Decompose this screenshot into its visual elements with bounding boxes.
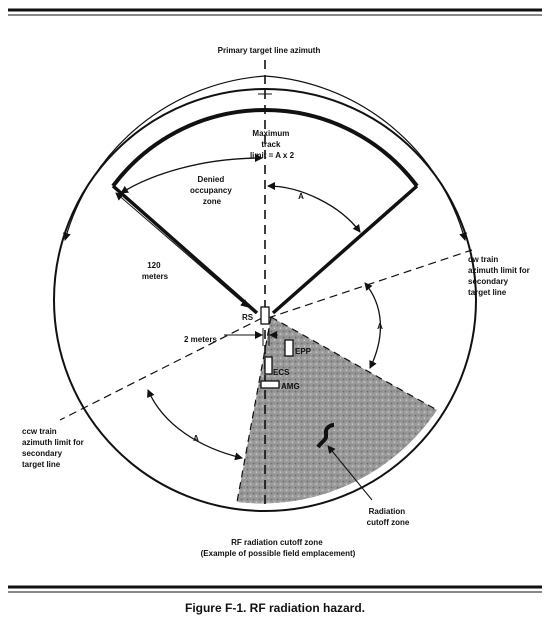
radiation-zone-line-1: Radiation (369, 507, 406, 516)
cw-secondary-line (267, 249, 473, 319)
cw-label-line-2: azimuth limit for (468, 266, 530, 275)
cw-label-line-1: cw train (468, 255, 498, 264)
denied-zone-label: Denied occupancy zone (190, 175, 234, 206)
radiation-cutoff-zone (237, 317, 437, 504)
bottom-caption-line-2: (Example of possible field emplacement) (201, 549, 356, 558)
epp-label: EPP (295, 347, 312, 356)
ecs-box (264, 356, 273, 375)
rs-label: RS (242, 313, 254, 322)
amg-box (260, 380, 280, 389)
cutoff-right-edge (270, 316, 438, 411)
angle-label-bottom: A (193, 434, 199, 443)
ecs-label: ECS (273, 368, 290, 377)
rs-box (260, 306, 270, 325)
radiation-squiggle (316, 423, 335, 449)
radiation-zone-line-2: cutoff zone (367, 518, 410, 527)
max-track-line-2: track (261, 140, 281, 149)
denied-zone-line-1: Denied (198, 175, 225, 184)
ccw-train-arc (63, 75, 266, 241)
angle-label-top: A (298, 192, 304, 201)
cutoff-left-edge (236, 316, 272, 503)
cw-label-line-3: secondary (468, 277, 509, 286)
denied-zone-line-3: zone (203, 197, 222, 206)
primary-target-label: Primary target line azimuth (218, 46, 321, 55)
max-track-line-3: limit = A x 2 (250, 151, 295, 160)
distance-label-value: 120 (147, 261, 161, 270)
angle-arc-top (267, 182, 361, 233)
max-track-label: Maximum track limit = A x 2 (250, 129, 295, 160)
cw-limit-label: cw train azimuth limit for secondary tar… (468, 255, 532, 297)
distance-120m-line (115, 192, 249, 308)
two-meters-label: 2 meters (184, 335, 217, 344)
angle-arc-right (364, 282, 381, 369)
epp-box (284, 339, 294, 357)
bottom-caption: RF radiation cutoff zone (Example of pos… (201, 538, 356, 558)
distance-label: 120 meters (142, 261, 169, 281)
ccw-label-line-2: azimuth limit for (22, 438, 84, 447)
ccw-label-line-3: secondary (22, 449, 63, 458)
left-boundary-line (111, 184, 259, 315)
denied-zone-arc (120, 154, 263, 194)
radiation-pointer (327, 445, 373, 501)
angle-arc-bottom-left (147, 389, 243, 461)
cw-train-arc (264, 75, 467, 241)
denied-zone-line-2: occupancy (190, 186, 232, 195)
ccw-secondary-line (59, 317, 263, 421)
bottom-caption-line-1: RF radiation cutoff zone (231, 538, 323, 547)
ccw-label-line-4: target line (22, 460, 61, 469)
ccw-label-line-1: ccw train (22, 427, 57, 436)
max-track-line-1: Maximum (252, 129, 289, 138)
figure-caption: Figure F-1. RF radiation hazard. (185, 601, 365, 615)
radiation-zone-label: Radiation cutoff zone (367, 507, 410, 527)
ccw-limit-label: ccw train azimuth limit for secondary ta… (22, 427, 86, 469)
cw-label-line-4: target line (468, 288, 507, 297)
right-boundary-line (271, 184, 419, 315)
amg-label: AMG (281, 382, 300, 391)
angle-label-right: A (377, 322, 383, 331)
emplacement-circle (53, 88, 477, 512)
distance-label-unit: meters (142, 272, 169, 281)
